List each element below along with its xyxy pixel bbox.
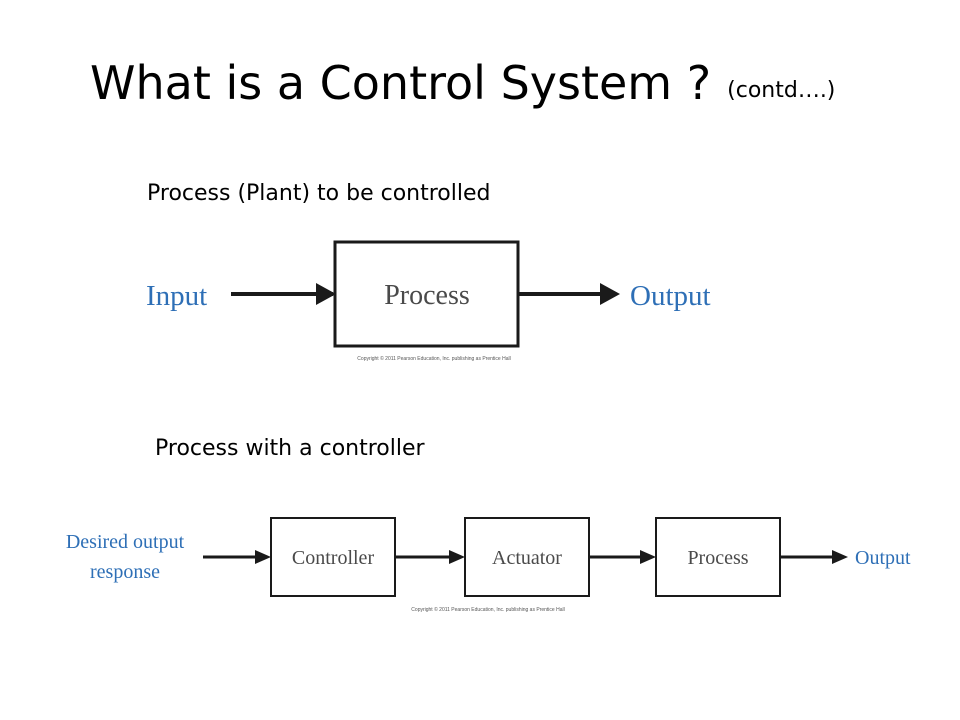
input-label: Input [146, 280, 207, 312]
desired-output-label-line1: Desired output [66, 531, 185, 553]
section1-caption: Process (Plant) to be controlled [147, 181, 491, 206]
process-block-2 [655, 517, 781, 597]
controller-block-label: Controller [292, 547, 375, 569]
input-arrowhead [316, 283, 336, 305]
controller-block [270, 517, 396, 597]
output-label-2: Output [855, 547, 911, 569]
copyright-note-2: Copyright © 2011 Pearson Education, Inc.… [411, 606, 564, 613]
controller-diagram: Desired output response Controller Actua… [66, 517, 911, 613]
desired-output-arrowhead [255, 550, 271, 564]
copyright-note-1: Copyright © 2011 Pearson Education, Inc.… [357, 355, 510, 362]
desired-output-label-line2: response [90, 561, 160, 583]
plant-diagram: Input Process Output Copyright © 2011 Pe… [146, 240, 711, 362]
output-arrowhead [600, 283, 620, 305]
process-output-arrowhead [832, 550, 848, 564]
actuator-to-process-arrowhead [640, 550, 656, 564]
actuator-block [464, 517, 590, 597]
process-block-2-label: Process [687, 547, 748, 569]
slide-title: What is a Control System ? (contd….) [90, 58, 835, 109]
output-label: Output [630, 280, 711, 312]
process-block-label: Process [384, 280, 470, 311]
actuator-block-label: Actuator [492, 547, 562, 569]
process-block [333, 240, 520, 348]
section2-caption: Process with a controller [155, 436, 425, 461]
title-suffix: (contd….) [727, 78, 836, 103]
controller-to-actuator-arrowhead [449, 550, 465, 564]
title-main: What is a Control System ? [90, 56, 712, 110]
